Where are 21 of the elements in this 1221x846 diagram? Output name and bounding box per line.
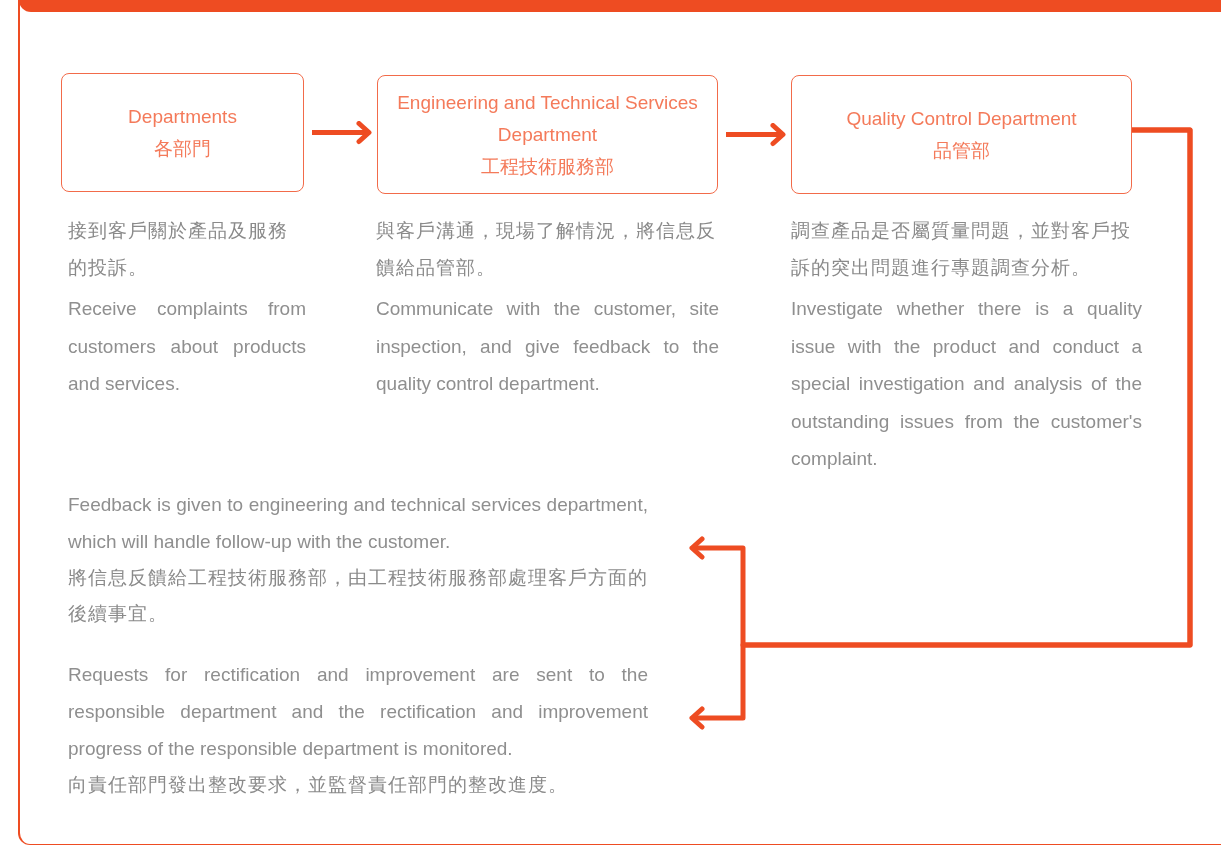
description-text: 向責任部門發出整改要求，並監督責任部門的整改進度。 xyxy=(68,773,569,797)
description-text: Receive complaints from customers about products and services. xyxy=(68,297,306,396)
box-title: 各部門 xyxy=(154,136,211,161)
description-text: Feedback is given to engineering and technical services department, which will handle follow-up with the customer. xyxy=(68,493,648,554)
description-text: Requests for rectification and improvement are sent to the responsible department and the rectification and improvement progress of the responsible department is monitored. xyxy=(68,663,648,761)
box-title: 品管部 xyxy=(933,138,990,163)
description-text: 與客戶溝通，現場了解情況，將信息反饋給品管部。 xyxy=(376,219,717,280)
description-text: Communicate with the customer, site inspection, and give feedback to the quality control department. xyxy=(376,297,719,396)
box-title: 工程技術服務部 xyxy=(481,154,614,179)
description-text: 調查產品是否屬質量問題，並對客戶投訴的突出問題進行專題調查分析。 xyxy=(791,219,1132,280)
process-box xyxy=(791,75,1132,194)
process-box xyxy=(61,73,304,192)
box-title: Engineering and Technical Services Department xyxy=(396,90,699,147)
arrow xyxy=(312,121,372,144)
description-text: 將信息反饋給工程技術服務部，由工程技術服務部處理客戶方面的後續事宜。 xyxy=(68,566,648,626)
description-text: Investigate whether there is a quality issue with the product and conduct a special investigation and analysis of the outstanding issues from the customer's complaint. xyxy=(791,297,1142,471)
arrow xyxy=(726,123,786,146)
process-box xyxy=(377,75,718,194)
box-title: Quality Control Department xyxy=(846,106,1077,131)
description-text: 接到客戶關於產品及服務的投訴。 xyxy=(68,219,289,280)
box-title: Departments xyxy=(128,104,237,129)
